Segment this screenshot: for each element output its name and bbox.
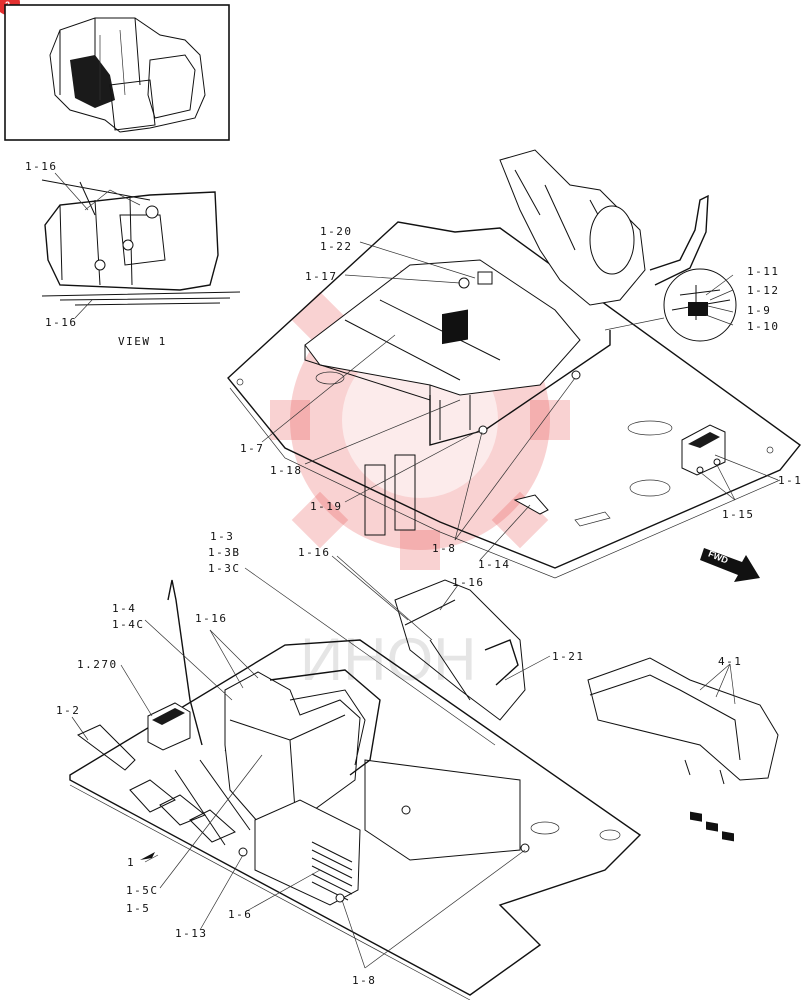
callout-1-13: 1-13 — [175, 927, 208, 940]
callout-1-15: 1-15 — [722, 508, 755, 521]
callout-1-3: 1-3 — [210, 530, 234, 543]
upper-console-assembly — [304, 149, 709, 536]
inset-cab-thumbnail — [4, 4, 230, 141]
fwd-arrow: FWD — [700, 548, 760, 582]
callout-1-17: 1-17 — [305, 270, 338, 283]
callout-1-4: 1-4 — [112, 602, 136, 615]
callout-1-18: 1-18 — [270, 464, 303, 477]
switch-box-upper — [681, 424, 726, 476]
callout-1-8-mid: 1-8 — [432, 542, 456, 555]
callout-1-16-b: 1-16 — [452, 576, 485, 589]
callout-1-16-a: 1-16 — [298, 546, 331, 559]
callout-4-1: 4-1 — [718, 655, 742, 668]
callout-1-5: 1-5 — [126, 902, 150, 915]
upper-floor-plate — [227, 221, 802, 579]
vent-grille — [311, 841, 353, 901]
part-1-14 — [513, 494, 549, 515]
callout-1-19: 1-19 — [310, 500, 343, 513]
callout-1-arrow — [140, 852, 155, 860]
callout-1-2: 1-2 — [56, 704, 80, 717]
callout-1-1: 1-1 — [778, 474, 802, 487]
part-1-2 — [77, 724, 136, 771]
callout-1-10: 1-10 — [747, 320, 780, 333]
callout-1-3c: 1-3C — [208, 562, 241, 575]
callout-1: 1 — [127, 856, 135, 869]
callout-1-5c: 1-5C — [126, 884, 159, 897]
callout-1-16-c: 1-16 — [195, 612, 228, 625]
callout-1-12: 1-12 — [747, 284, 780, 297]
callout-1-11: 1-11 — [747, 265, 780, 278]
callout-1-270: 1.270 — [77, 658, 118, 671]
callout-1-4c: 1-4C — [112, 618, 145, 631]
lower-floor-plate — [69, 639, 642, 1000]
callout-1-14: 1-14 — [478, 558, 511, 571]
callout-1-22: 1-22 — [320, 240, 353, 253]
callout-1-7: 1-7 — [240, 442, 264, 455]
callout-1-20: 1-20 — [320, 225, 353, 238]
callout-1-16-top: 1-16 — [25, 160, 58, 173]
view-1-detail: 1-16 1-16 VIEW 1 — [25, 160, 241, 348]
switch-box-lower — [147, 702, 191, 751]
console-4-1 — [587, 657, 779, 842]
lower-right-plate — [238, 759, 530, 903]
view-caption: VIEW 1 — [118, 335, 167, 348]
callout-labels: 1-20 1-22 1-17 1-11 1-12 1-9 1-10 1-7 1-… — [56, 225, 802, 987]
callout-1-21: 1-21 — [552, 650, 585, 663]
callout-1-3b: 1-3B — [208, 546, 241, 559]
callout-1-9: 1-9 — [747, 304, 771, 317]
lower-left-console — [167, 579, 526, 906]
callout-1-6: 1-6 — [228, 908, 252, 921]
callout-1-16-bottom: 1-16 — [45, 316, 78, 329]
callout-1-8-bottom: 1-8 — [352, 974, 376, 987]
detail-circle-right — [604, 268, 737, 342]
leader-lines — [71, 241, 779, 969]
